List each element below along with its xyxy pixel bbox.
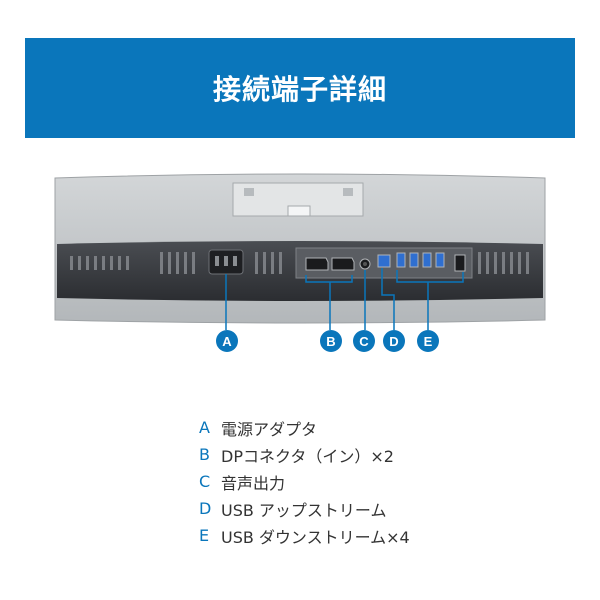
displayport-icon	[305, 257, 355, 271]
legend-item-b: B DPコネクタ（イン）×2	[199, 441, 410, 468]
stand-mount	[232, 182, 364, 217]
legend-item-c: C 音声出力	[199, 468, 410, 495]
stand-mount-screw-1	[244, 188, 254, 196]
leader-line-d	[381, 268, 395, 330]
marker-e-label: E	[424, 334, 433, 349]
legend-letter: C	[199, 472, 211, 491]
legend-item-e: E USB ダウンストリーム×4	[199, 522, 410, 549]
stand-mount-screw-2	[343, 188, 353, 196]
legend-text: 電源アダプタ	[221, 419, 318, 439]
legend-item-d: D USB アップストリーム	[199, 495, 410, 522]
legend-text: DPコネクタ（イン）×2	[221, 446, 394, 466]
vent-slots-right	[478, 252, 529, 274]
marker-d-label: D	[389, 334, 398, 349]
legend-letter: B	[199, 445, 210, 464]
leader-lines	[225, 268, 464, 330]
power-port-icon	[208, 249, 244, 275]
marker-c-label: C	[359, 334, 369, 349]
legend-letter: E	[199, 526, 210, 545]
legend-letter: D	[199, 499, 212, 518]
leader-line-e	[396, 270, 464, 330]
usb-downstream-icon	[396, 252, 466, 272]
marker-a-label: A	[222, 334, 232, 349]
marker-e: E	[417, 330, 439, 352]
stand-mount-tab	[287, 205, 311, 217]
vent-slots-left	[70, 252, 282, 274]
marker-c: C	[353, 330, 375, 352]
marker-b: B	[320, 330, 342, 352]
marker-d: D	[383, 330, 405, 352]
legend-text: USB ダウンストリーム×4	[221, 527, 410, 547]
legend-letter: A	[199, 418, 210, 437]
legend-text: USB アップストリーム	[221, 500, 387, 520]
header-banner: 接続端子詳細	[25, 38, 575, 138]
legend-text: 音声出力	[221, 473, 286, 493]
page-title: 接続端子詳細	[212, 73, 387, 106]
marker-b-label: B	[326, 334, 335, 349]
usb-upstream-icon	[377, 254, 391, 268]
audio-jack-icon	[359, 258, 371, 270]
leader-line-b	[305, 275, 353, 330]
connector-legend: A 電源アダプタ B DPコネクタ（イン）×2 C 音声出力 D USB アップ…	[199, 414, 410, 549]
legend-item-a: A 電源アダプタ	[199, 414, 410, 441]
marker-a: A	[216, 330, 238, 352]
